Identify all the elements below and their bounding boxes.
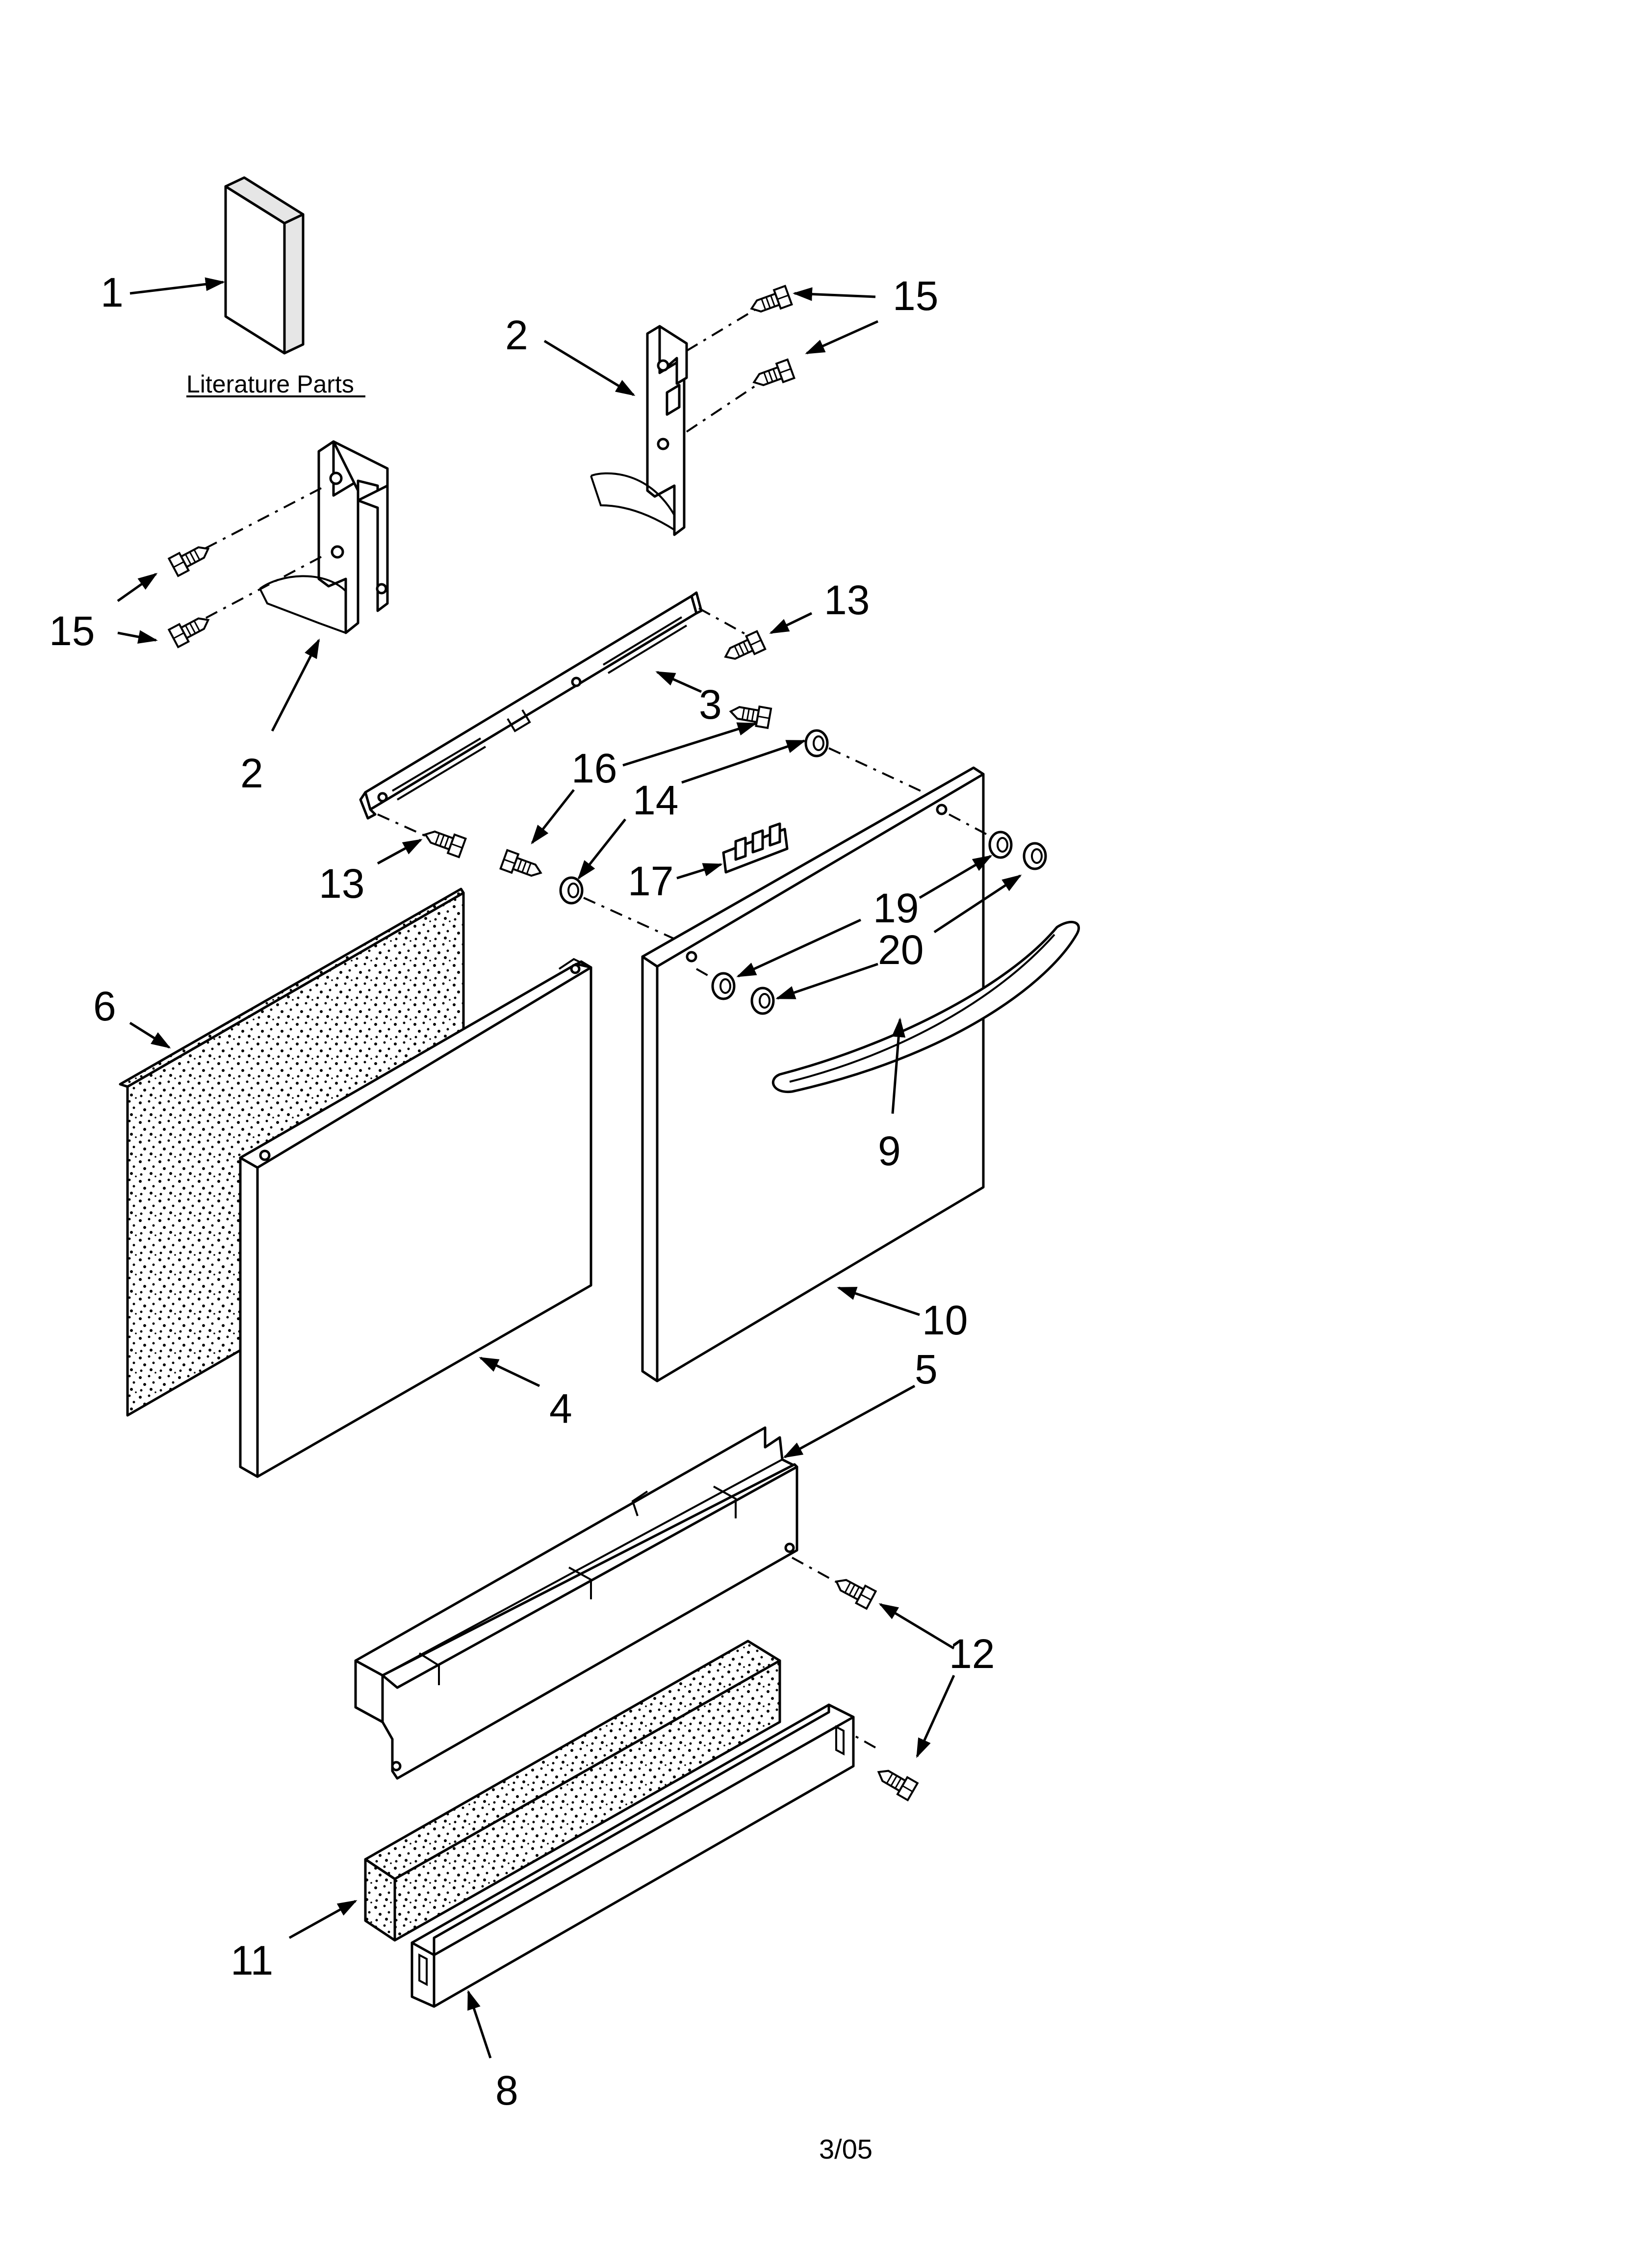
screw-13-lower	[421, 824, 467, 859]
literature-caption: Literature Parts	[186, 370, 354, 398]
door-rail	[359, 591, 703, 820]
grommet-14-lower	[561, 878, 582, 903]
screw-15-upper-b	[749, 358, 795, 392]
literature-booklet	[224, 176, 305, 355]
grommet-19-right	[990, 832, 1011, 858]
callout-13-lower: 13	[319, 860, 364, 907]
toe-insulation	[364, 1640, 781, 1942]
screw-12-lower	[872, 1762, 919, 1801]
screw-15-left-a	[169, 540, 212, 576]
callout-15-upper: 15	[893, 273, 938, 319]
screw-16-lower	[499, 849, 545, 883]
callout-6: 6	[93, 983, 116, 1029]
grommet-19-left	[713, 973, 734, 999]
callout-1: 1	[101, 269, 124, 315]
callout-17: 17	[628, 858, 673, 904]
door-handle	[771, 920, 1080, 1094]
callout-20: 20	[878, 927, 924, 973]
screw-15-upper-a	[747, 285, 793, 319]
grommet-14-upper	[806, 730, 827, 756]
toe-panel	[410, 1703, 855, 2008]
callout-9: 9	[878, 1128, 901, 1174]
hinge-bracket-left	[259, 440, 389, 634]
screw-12-upper	[832, 1573, 875, 1609]
screw-13-upper	[720, 630, 767, 667]
callout-12: 12	[949, 1631, 995, 1677]
callout-11: 11	[231, 1937, 273, 1983]
callout-5: 5	[915, 1346, 938, 1392]
callout-2-lower: 2	[240, 750, 263, 796]
inner-door-panel	[239, 958, 592, 1478]
callout-3: 3	[699, 681, 722, 728]
cap-20-right	[1024, 843, 1046, 869]
callout-19: 19	[873, 885, 919, 931]
callout-2-upper: 2	[505, 312, 528, 358]
handle-clip	[722, 822, 789, 874]
callout-14-upper: 14	[633, 777, 678, 823]
callout-15-left: 15	[49, 608, 95, 654]
cap-20-left	[752, 988, 773, 1014]
callout-10: 10	[922, 1297, 968, 1343]
hinge-bracket-right	[590, 325, 688, 536]
callout-13-upper: 13	[824, 577, 870, 623]
callout-16: 16	[571, 745, 617, 791]
toe-panel-bracket	[354, 1426, 798, 1780]
date-code: 3/05	[819, 2134, 872, 2164]
callout-8: 8	[495, 2067, 518, 2113]
callout-4: 4	[549, 1385, 572, 1432]
